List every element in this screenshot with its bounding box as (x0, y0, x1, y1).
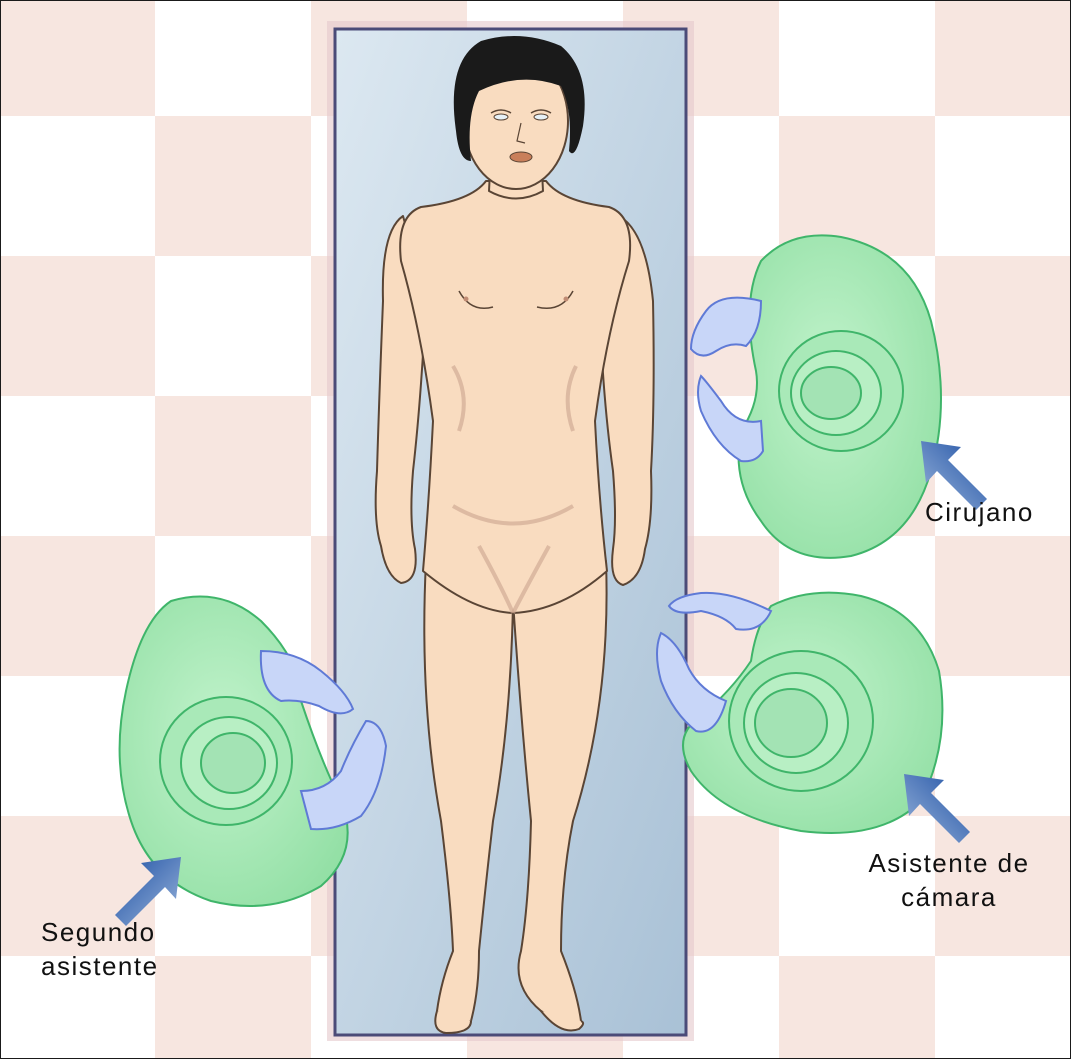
floor-tile (155, 1, 311, 116)
floor-tile (935, 1, 1071, 116)
floor-tile (779, 956, 935, 1059)
floor-tile (155, 116, 311, 256)
camera-assistant-label-line2: cámara (839, 880, 1059, 914)
floor-tile (1, 116, 155, 256)
second-assistant-label: Segundo asistente (41, 915, 159, 983)
camera-assistant-label-line1: Asistente de (839, 846, 1059, 880)
floor-tile (155, 956, 311, 1059)
surgeon-label: Cirujano (925, 495, 1034, 529)
floor-tile (1, 256, 155, 396)
floor-tile (935, 956, 1071, 1059)
floor-tile (935, 116, 1071, 256)
floor-tile (1, 536, 155, 676)
floor-tile (935, 256, 1071, 396)
floor-tile (935, 676, 1071, 816)
floor-tile (155, 256, 311, 396)
floor-tile (155, 396, 311, 536)
floor-tile (779, 1, 935, 116)
surgeon-label-text: Cirujano (925, 495, 1034, 529)
floor-tile (1, 396, 155, 536)
floor-tile (779, 116, 935, 256)
floor-tile (1, 1, 155, 116)
patient-torso (400, 181, 630, 613)
floor-tile (935, 536, 1071, 676)
second-assistant-label-line1: Segundo (41, 915, 159, 949)
second-assistant-label-line2: asistente (41, 949, 159, 983)
camera-assistant-label: Asistente de cámara (839, 846, 1059, 914)
